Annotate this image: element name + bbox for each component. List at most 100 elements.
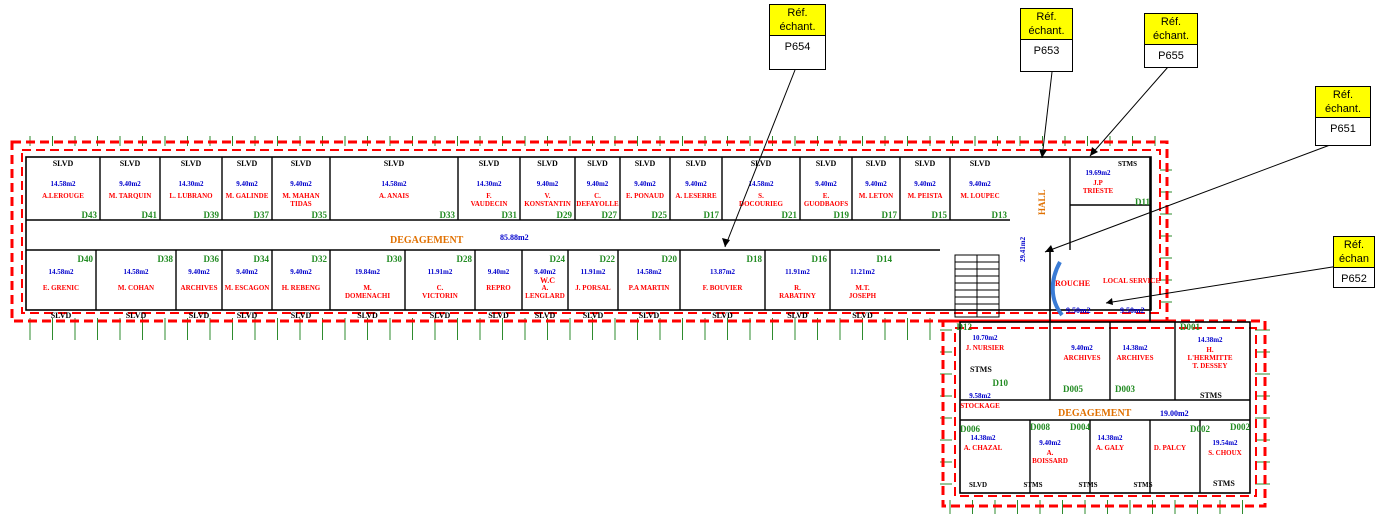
- room-code: D13: [992, 210, 1008, 220]
- room-area: 14.30m2: [476, 180, 502, 188]
- room-occupant: VICTORIN: [422, 292, 458, 300]
- room-area: 14.58m2: [636, 268, 662, 276]
- room-occupant: A. CHAZAL: [964, 444, 1003, 452]
- room-occupant: LENGLARD: [525, 292, 565, 300]
- room-slvd: SLVD: [430, 311, 451, 320]
- room-area: 14.58m2: [50, 180, 76, 188]
- room-occupant: P.A MARTIN: [629, 284, 670, 292]
- room-code: D17: [704, 210, 720, 220]
- room-slvd: SLVD: [587, 159, 608, 168]
- callout-ref: P653: [1033, 45, 1060, 57]
- room-occupant: DOMENACHI: [345, 292, 390, 300]
- room-occupant: A. GALY: [1096, 444, 1124, 452]
- room-slvd: SLVD: [583, 311, 604, 320]
- corridor-label: DEGAGEMENT: [390, 235, 464, 246]
- room-code: D22: [600, 254, 616, 264]
- room-occupant: D. PALCY: [1154, 444, 1186, 452]
- room-occupant: E.: [823, 192, 830, 200]
- local-service-area: 9.50m2: [1120, 306, 1145, 315]
- room-code: D001: [1180, 322, 1200, 332]
- room-code: D14: [877, 254, 893, 264]
- room-area: 10.70m2: [972, 334, 998, 342]
- room-occupant: C.: [437, 284, 444, 292]
- room-area: 9.40m2: [815, 180, 837, 188]
- east-corridor-area: 19.00m2: [1160, 409, 1189, 418]
- zone-outline-main: [10, 140, 1169, 323]
- room-code: D32: [312, 254, 328, 264]
- room-area: 9.40m2: [969, 180, 991, 188]
- room-code: D17: [882, 210, 898, 220]
- room-occupant: KONSTANTIN: [524, 200, 571, 208]
- room-occupant: M. MAHAN: [282, 192, 319, 200]
- room-area: 14.58m2: [748, 180, 774, 188]
- room-code: D16: [812, 254, 828, 264]
- room-occupant: A. LESERRE: [675, 192, 717, 200]
- staircase: [954, 254, 1000, 318]
- stms-label: STMS: [1213, 479, 1235, 488]
- room-occupant: VAUDECIN: [471, 200, 508, 208]
- callout-header: Réf. échant.: [1021, 9, 1072, 40]
- room-area: 9.40m2: [537, 180, 559, 188]
- zone-outline-inner: [21, 149, 1161, 314]
- room-code: D20: [662, 254, 678, 264]
- room-code: D35: [312, 210, 328, 220]
- room-slvd: SLVD: [787, 311, 808, 320]
- room-occupant: H.: [1206, 346, 1213, 354]
- room-slvd: SLVD: [488, 311, 509, 320]
- room-occupant: J. PORSAL: [575, 284, 611, 292]
- room-slvd: SLVD: [291, 311, 312, 320]
- callout-ref: P652: [1341, 273, 1367, 285]
- sample-callout: Réf. échant. P653: [1020, 8, 1073, 72]
- room-area: 14.58m2: [48, 268, 74, 276]
- room-area: 9.40m2: [534, 268, 556, 276]
- room-code: D27: [602, 210, 618, 220]
- walls: [25, 156, 1251, 494]
- room-occupant: M. LETON: [859, 192, 894, 200]
- room-code: D19: [834, 210, 850, 220]
- callout-header: Réf. échant.: [1316, 87, 1370, 118]
- room-area: 11.91m2: [581, 268, 606, 276]
- room-occupant: M. PEISTA: [908, 192, 943, 200]
- room-code: D008: [1030, 422, 1050, 432]
- room-area: 11.91m2: [785, 268, 810, 276]
- wc-label: W.C: [540, 276, 555, 285]
- callout-ref: P655: [1158, 50, 1184, 62]
- room-occupant: E. GRENIC: [43, 284, 79, 292]
- room-occupant: BOISSARD: [1032, 457, 1068, 465]
- room-area: 9.40m2: [290, 180, 312, 188]
- room-code: D39: [204, 210, 220, 220]
- room-code: D34: [254, 254, 270, 264]
- callout-arrows: [724, 66, 1346, 304]
- room-code: D38: [158, 254, 174, 264]
- room-area: 14.58m2: [123, 268, 149, 276]
- callout-ref: P651: [1330, 123, 1356, 135]
- room-code: D005: [1063, 384, 1083, 394]
- room-code: D29: [557, 210, 573, 220]
- room-area: 14.30m2: [178, 180, 204, 188]
- room-slvd: SLVD: [126, 311, 147, 320]
- room-slvd: SLVD: [237, 159, 258, 168]
- callout-header: Réf. échant.: [770, 5, 825, 36]
- room-area: 9.40m2: [290, 268, 312, 276]
- room-code: D31: [502, 210, 518, 220]
